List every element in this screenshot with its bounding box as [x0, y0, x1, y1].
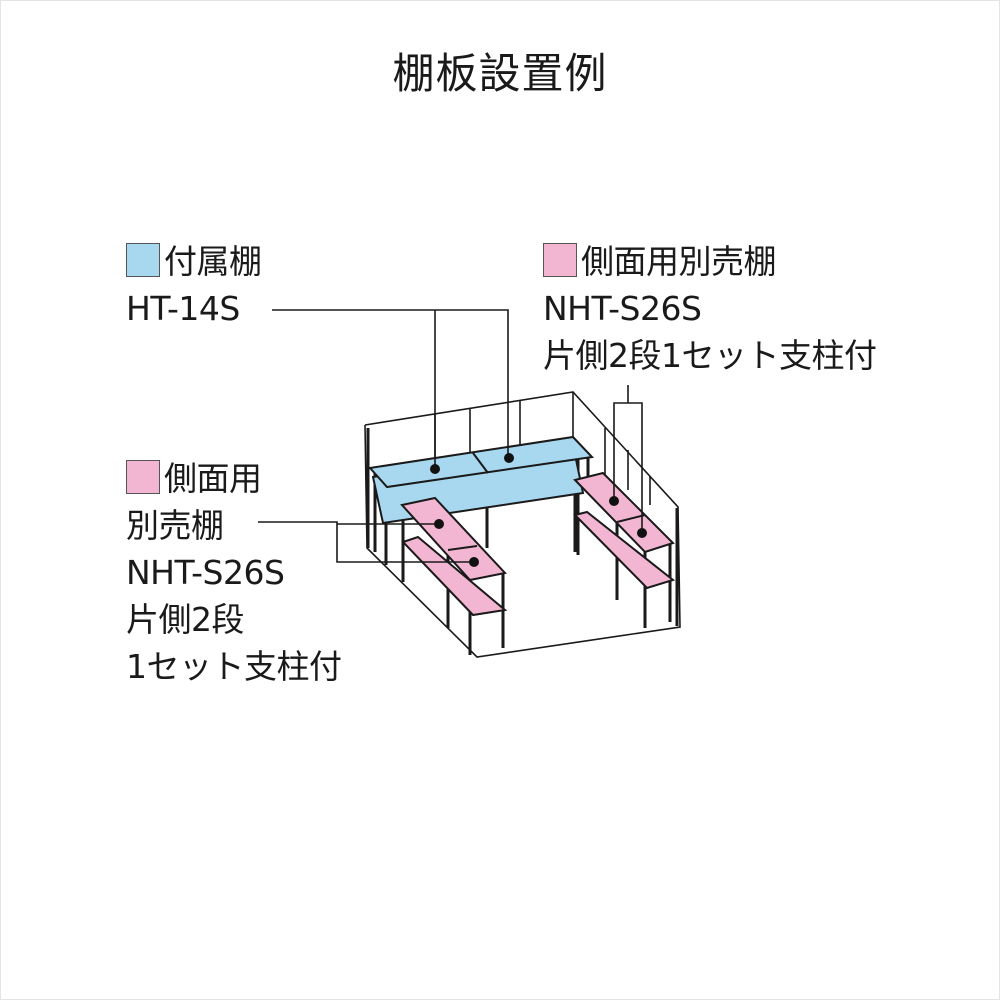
pink-swatch [126, 460, 160, 494]
side-shelf-right-upper [573, 471, 675, 554]
leader-lines [258, 309, 643, 563]
page-title: 棚板設置例 [392, 49, 608, 98]
legend-standard-shelf: 付属棚 HT-14S [126, 242, 262, 328]
shelf-markers [430, 453, 647, 567]
legend-side-shelf-right: 側面用別売棚 NHT-S26S 片側2段1セット支柱付 [543, 242, 877, 375]
side-model-left: NHT-S26S [126, 553, 285, 592]
shelf-boards [368, 435, 676, 617]
side-shelf-left-lower [401, 535, 508, 617]
blue-swatch [126, 243, 160, 277]
side-shelf-left-upper [400, 496, 507, 582]
side-shelf-right-lower [573, 510, 676, 590]
side-note-right: 片側2段1セット支柱付 [543, 336, 877, 375]
side-model-right: NHT-S26S [543, 289, 702, 328]
pink-swatch [543, 243, 577, 277]
standard-model: HT-14S [126, 289, 240, 328]
storage-walls [364, 391, 681, 658]
legend-side-shelf-left: 側面用 別売棚 NHT-S26S 片側2段 1セット支柱付 [126, 459, 342, 686]
standard-shelf-upper [368, 435, 595, 489]
